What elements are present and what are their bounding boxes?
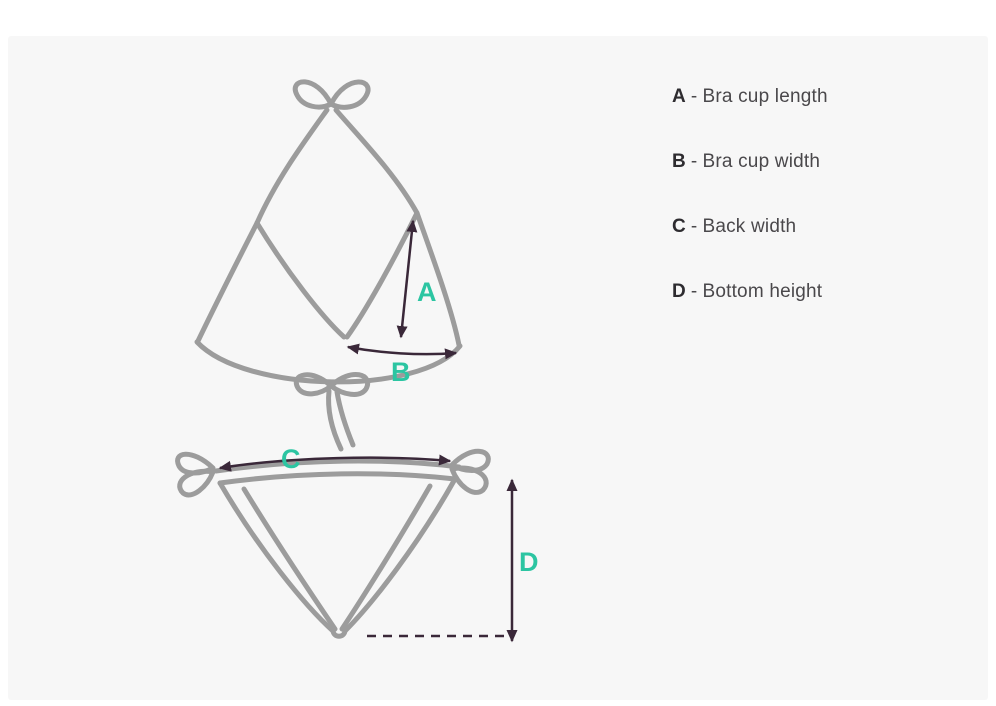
legend-label-b: Bra cup width: [702, 151, 821, 172]
measurement-legend: A-Bra cup length B-Bra cup width C-Back …: [672, 86, 828, 346]
bottom-left-outer-edge: [217, 480, 336, 634]
bottom-left-inner-seam: [241, 486, 338, 632]
measure-arrow-a: [396, 219, 418, 339]
legend-item-c: C-Back width: [672, 216, 828, 239]
bottom-right-outer-edge: [342, 476, 458, 634]
left-strap: [254, 107, 330, 226]
size-guide-panel: [8, 36, 988, 700]
bikini-bottom-drawing: [175, 448, 491, 639]
label-a: A: [417, 277, 437, 307]
right-hip-bow-lower-loop: [449, 465, 489, 495]
center-bow-tail-left: [326, 388, 344, 452]
legend-label-a: Bra cup length: [702, 86, 828, 107]
crotch-curve: [330, 628, 348, 639]
legend-separator-a: -: [690, 86, 698, 107]
center-bow-left-loop: [293, 372, 334, 397]
center-bow-tail-right: [334, 389, 356, 448]
waistband-bottom-edge: [217, 471, 458, 486]
label-b: B: [391, 357, 411, 387]
legend-key-d: D: [672, 281, 686, 302]
legend-label-d: Bottom height: [702, 281, 823, 302]
legend-separator-c: -: [690, 216, 698, 237]
legend-separator-d: -: [690, 281, 698, 302]
legend-item-d: D-Bottom height: [672, 281, 828, 304]
center-bow-right-loop: [328, 372, 371, 397]
measurement-arrows: [218, 219, 518, 643]
right-strap: [333, 107, 420, 216]
legend-key-c: C: [672, 216, 686, 237]
left-hip-bow-lower-loop: [177, 468, 216, 498]
halter-bow-left-loop: [292, 79, 334, 110]
bottom-right-inner-seam: [339, 483, 433, 632]
left-cup-outer-edge: [195, 220, 260, 344]
label-c: C: [281, 444, 301, 474]
legend-item-a: A-Bra cup length: [672, 86, 828, 109]
bikini-top-drawing: [194, 79, 463, 452]
legend-key-b: B: [672, 151, 686, 172]
legend-key-a: A: [672, 86, 686, 107]
legend-item-b: B-Bra cup width: [672, 151, 828, 174]
label-d: D: [519, 547, 539, 577]
right-cup-outer-edge: [414, 210, 462, 348]
left-cup-inner-edge: [254, 220, 347, 340]
halter-bow-right-loop: [328, 79, 371, 110]
legend-separator-b: -: [690, 151, 698, 172]
measure-arrow-c: [218, 454, 452, 472]
underband: [194, 339, 463, 385]
measure-arrow-b: [346, 343, 458, 360]
legend-label-c: Back width: [702, 216, 797, 237]
measurement-labels: A B C D: [281, 277, 539, 577]
